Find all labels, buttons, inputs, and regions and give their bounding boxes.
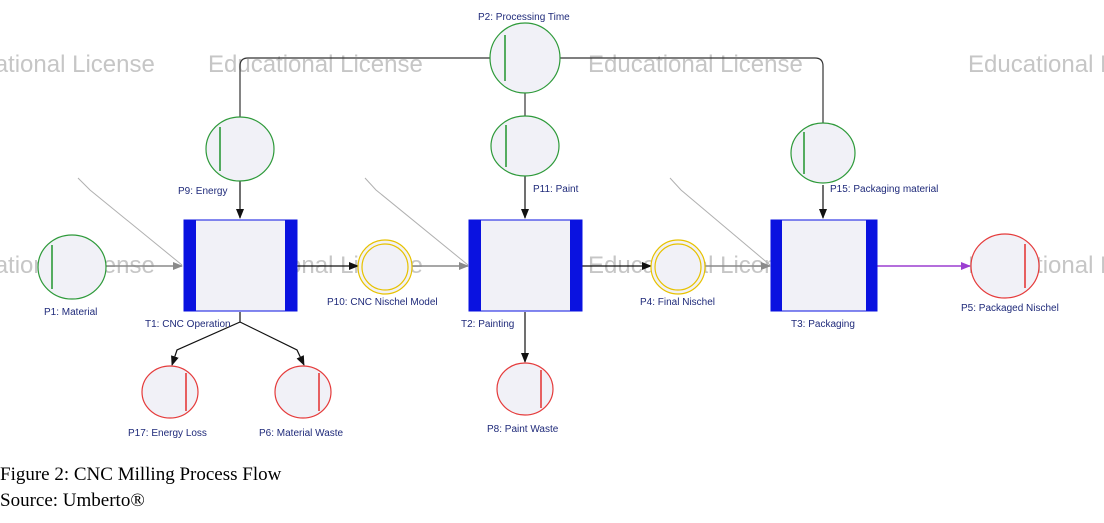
transition-t1[interactable] bbox=[183, 219, 298, 312]
label-p4: P4: Final Nischel bbox=[640, 297, 715, 308]
connector-line bbox=[669, 177, 771, 266]
label-p9: P9: Energy bbox=[178, 186, 227, 197]
transition-t3[interactable] bbox=[770, 219, 878, 312]
label-p15: P15: Packaging material bbox=[830, 184, 938, 195]
label-t2: T2: Painting bbox=[461, 319, 514, 330]
place-p9[interactable] bbox=[205, 116, 275, 182]
figure-caption: Figure 2: CNC Milling Process Flow bbox=[0, 464, 282, 485]
t1-to-energy-loss-arrow bbox=[171, 312, 241, 366]
connector-line bbox=[364, 177, 469, 266]
label-p2: P2: Processing Time bbox=[478, 12, 570, 23]
place-p1[interactable] bbox=[37, 234, 107, 300]
process-flow-diagram: Educational License Educational License … bbox=[0, 12, 1104, 439]
watermark: Educational License bbox=[588, 51, 803, 78]
resource-bus-arrow bbox=[239, 57, 491, 118]
place-p4[interactable] bbox=[650, 239, 706, 295]
place-p11[interactable] bbox=[490, 115, 560, 177]
label-p5: P5: Packaged Nischel bbox=[961, 303, 1059, 314]
t1-to-material-waste-arrow bbox=[239, 321, 305, 366]
label-p17: P17: Energy Loss bbox=[128, 428, 207, 439]
place-p15[interactable] bbox=[790, 122, 856, 184]
label-t3: T3: Packaging bbox=[791, 319, 855, 330]
place-p2[interactable] bbox=[489, 22, 561, 94]
label-p10: P10: CNC Nischel Model bbox=[327, 297, 438, 308]
place-p8[interactable] bbox=[496, 362, 554, 416]
label-p6: P6: Material Waste bbox=[259, 428, 344, 439]
label-p8: P8: Paint Waste bbox=[487, 424, 559, 435]
place-p10[interactable] bbox=[357, 239, 413, 295]
place-p17[interactable] bbox=[141, 365, 199, 419]
place-p5[interactable] bbox=[970, 233, 1040, 299]
place-p6[interactable] bbox=[274, 365, 332, 419]
connector-line bbox=[77, 177, 183, 266]
watermark: Educational License bbox=[968, 51, 1104, 78]
label-t1: T1: CNC Operation bbox=[145, 319, 231, 330]
resource-bus-arrow bbox=[559, 57, 824, 125]
label-p1: P1: Material bbox=[44, 307, 97, 318]
source-caption: Source: Umberto® bbox=[0, 490, 145, 511]
watermark: Educational License bbox=[208, 51, 423, 78]
watermark: Educational License bbox=[0, 51, 155, 78]
transition-t2[interactable] bbox=[468, 219, 583, 312]
label-p11: P11: Paint bbox=[533, 184, 579, 195]
